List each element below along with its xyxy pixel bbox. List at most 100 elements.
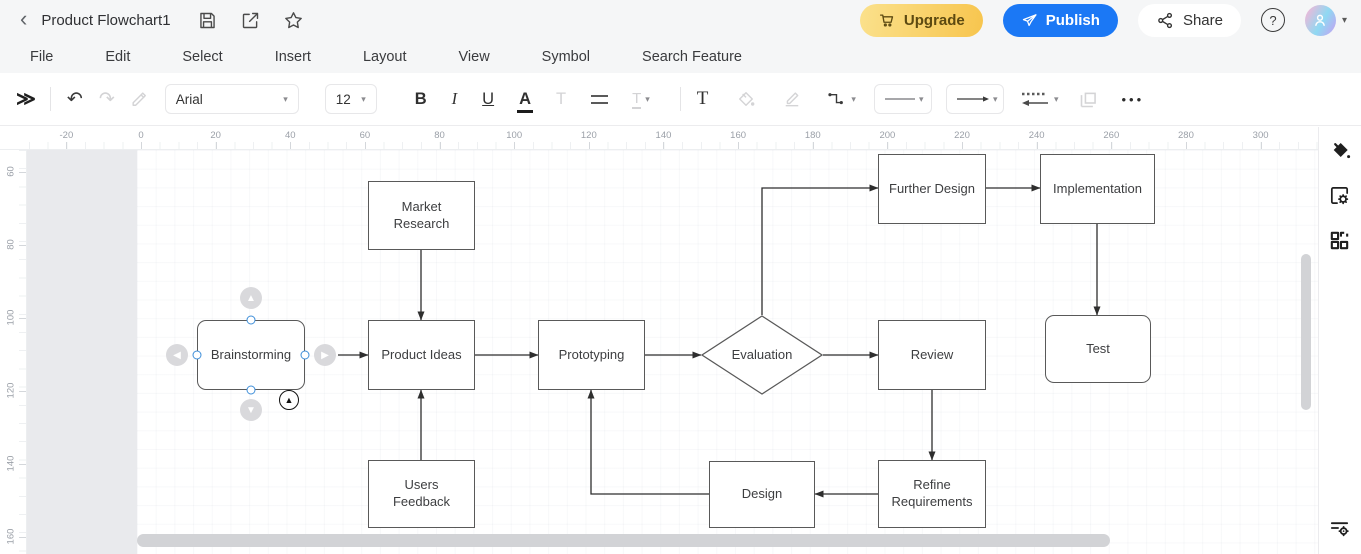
line-style-icon — [884, 97, 915, 101]
upgrade-label: Upgrade — [903, 11, 965, 29]
ruler-label: 40 — [284, 130, 296, 141]
ruler-tick — [66, 142, 68, 149]
undo-icon[interactable]: ↶ — [66, 88, 83, 110]
ruler-tick — [1111, 142, 1113, 149]
node-further-design[interactable]: Further Design — [878, 154, 986, 224]
export-icon[interactable] — [240, 10, 261, 31]
publish-button[interactable]: Publish — [1002, 3, 1118, 37]
node-brainstorming[interactable]: Brainstorming — [197, 320, 305, 390]
menu-layout[interactable]: Layout — [362, 48, 407, 65]
redo-icon[interactable]: ↷ — [98, 88, 115, 110]
node-review[interactable]: Review — [878, 320, 986, 390]
shape-corner-icon[interactable] — [1078, 89, 1099, 110]
ruler-tick — [1260, 142, 1262, 149]
insert-text-button[interactable]: T — [696, 88, 709, 109]
chevron-down-icon: ▾ — [283, 93, 288, 104]
page-settings-icon[interactable] — [1328, 184, 1352, 208]
menu-view[interactable]: View — [458, 48, 490, 65]
help-icon[interactable]: ? — [1260, 8, 1285, 32]
back-icon[interactable]: ‹ — [20, 6, 28, 31]
dashed-arrow-icon — [1020, 91, 1050, 107]
pen-style-icon[interactable] — [782, 89, 802, 109]
share-button[interactable]: Share — [1137, 3, 1241, 37]
connector-type-button[interactable]: ▾ — [826, 89, 856, 110]
ruler-tick — [962, 142, 964, 149]
create-node-up-button[interactable]: ▲ — [240, 287, 262, 309]
favorite-star-icon[interactable] — [283, 10, 304, 31]
ruler-tick — [19, 391, 26, 392]
chevron-down-icon: ▾ — [918, 93, 924, 104]
connection-handle-left[interactable] — [192, 350, 202, 360]
line-style-select[interactable]: ▾ — [873, 84, 932, 114]
vertical-scrollbar[interactable] — [1301, 254, 1311, 410]
node-market-research[interactable]: Market Research — [368, 181, 475, 250]
create-node-left-button[interactable]: ◀ — [166, 344, 188, 366]
menu-insert[interactable]: Insert — [274, 48, 311, 65]
menu-file[interactable]: File — [30, 48, 54, 65]
node-prototyping[interactable]: Prototyping — [538, 320, 645, 390]
quick-action-button[interactable]: ▲ — [279, 390, 299, 410]
ruler-tick — [141, 142, 142, 149]
bold-button[interactable]: B — [414, 89, 427, 108]
text-align-button[interactable]: T ▾ — [632, 90, 650, 109]
theme-fill-icon[interactable] — [1328, 139, 1352, 163]
line-spacing-icon[interactable] — [591, 94, 609, 104]
underline-button[interactable]: U — [482, 89, 495, 108]
connection-handle-top[interactable] — [246, 315, 256, 325]
expand-panel-icon[interactable]: ≫ — [16, 88, 36, 110]
ruler-label: 20 — [210, 130, 221, 141]
font-family-select[interactable]: Arial ▾ — [164, 84, 299, 114]
menu-select[interactable]: Select — [182, 48, 223, 65]
text-case-button[interactable]: T — [556, 89, 567, 108]
node-users-feedback[interactable]: Users Feedback — [368, 460, 475, 528]
more-options-icon[interactable]: ••• — [1121, 91, 1145, 107]
ruler-label: 160 — [5, 528, 17, 545]
italic-button[interactable]: I — [451, 89, 458, 108]
chevron-down-icon: ▾ — [851, 93, 856, 104]
publish-label: Publish — [1045, 11, 1100, 29]
connector-ends-button[interactable]: ▾ — [1020, 91, 1058, 107]
format-toolbar: ≫ ↶ ↷ Arial ▾ 12 ▾ B I U A T T ▾ T ▾ ▾ — [0, 73, 1361, 126]
arrow-style-select[interactable]: ▾ — [945, 84, 1004, 114]
ruler-tick — [19, 537, 26, 538]
upgrade-button[interactable]: Upgrade — [859, 3, 983, 37]
fill-color-icon[interactable] — [736, 89, 756, 109]
menu-symbol[interactable]: Symbol — [541, 48, 591, 65]
chevron-down-icon: ▾ — [1341, 14, 1347, 26]
view-options-icon[interactable] — [1328, 516, 1352, 540]
ruler-tick — [812, 142, 814, 149]
node-refine-requirements[interactable]: Refine Requirements — [878, 460, 986, 528]
ruler-tick — [514, 142, 516, 149]
account-menu[interactable]: ▾ — [1304, 4, 1347, 36]
format-painter-icon[interactable] — [129, 89, 149, 109]
node-product-ideas[interactable]: Product Ideas — [368, 320, 475, 390]
ruler-label: 100 — [5, 309, 17, 326]
ruler-label: 100 — [506, 130, 523, 141]
connection-handle-right[interactable] — [300, 350, 310, 360]
chevron-down-icon: ▾ — [992, 93, 998, 104]
node-design[interactable]: Design — [709, 461, 815, 528]
chevron-down-icon: ▾ — [361, 93, 366, 104]
node-implementation[interactable]: Implementation — [1040, 154, 1155, 224]
ruler-tick — [19, 172, 26, 173]
save-icon[interactable] — [197, 10, 218, 31]
ruler-label: 60 — [359, 130, 371, 141]
font-color-button[interactable]: A — [517, 89, 533, 113]
ruler-label: 240 — [1028, 130, 1045, 141]
menu-edit[interactable]: Edit — [105, 48, 131, 65]
create-node-down-button[interactable]: ▼ — [240, 399, 262, 421]
node-evaluation[interactable]: Evaluation — [701, 315, 823, 395]
font-size-select[interactable]: 12 ▾ — [324, 84, 377, 114]
document-title[interactable]: Product Flowchart1 — [41, 11, 171, 29]
node-test[interactable]: Test — [1045, 315, 1151, 383]
connection-handle-bottom[interactable] — [246, 385, 256, 395]
share-label: Share — [1182, 11, 1223, 29]
menu-search-feature[interactable]: Search Feature — [642, 48, 742, 65]
create-node-right-button[interactable]: ▶ — [314, 344, 336, 366]
symbol-library-icon[interactable] — [1328, 229, 1352, 253]
horizontal-scrollbar[interactable] — [137, 534, 1110, 547]
ruler-tick — [663, 142, 665, 149]
